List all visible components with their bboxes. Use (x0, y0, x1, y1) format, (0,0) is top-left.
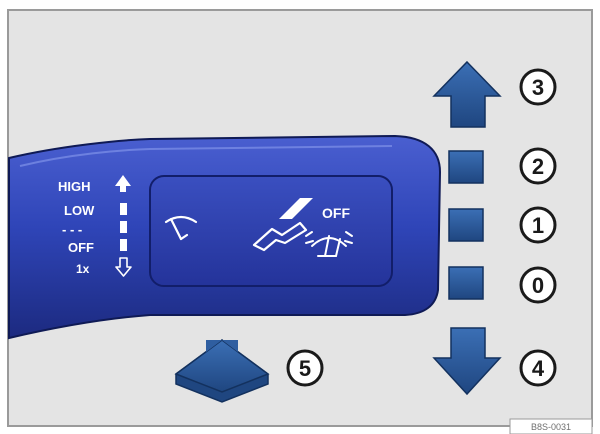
position-3-arrow-up-icon (432, 60, 502, 128)
number-circle-5: 5 (286, 349, 324, 387)
ref-code-tab (509, 418, 593, 434)
high-arrow-icon (115, 175, 131, 192)
position-number-0: 0 (532, 273, 544, 298)
position-2-marker (448, 150, 484, 184)
scale-bar-interval (120, 221, 127, 233)
position-1-marker (448, 208, 484, 242)
position-0-marker (448, 266, 484, 300)
label-interval: - - - (62, 222, 82, 237)
position-5-arrow-pull-icon (174, 339, 270, 403)
scale-bar-off (120, 239, 127, 251)
label-wash-off: OFF (322, 205, 350, 221)
position-number-1: 1 (532, 213, 544, 238)
label-off: OFF (68, 240, 94, 255)
windshield-wiper-icon (164, 215, 198, 241)
number-circle-0: 0 (519, 266, 557, 304)
number-circle-1: 1 (519, 206, 557, 244)
rain-sensor-icon (252, 198, 313, 252)
position-number-3: 3 (532, 75, 544, 100)
position-number-4: 4 (532, 356, 545, 381)
lever-highlight (19, 145, 393, 167)
number-circle-4: 4 (519, 349, 557, 387)
wiper-lever: HIGH LOW - - - OFF 1x OFF (8, 134, 442, 340)
position-4-arrow-down-icon (432, 327, 502, 396)
ref-code: B8S-0031 (531, 422, 571, 432)
wipe-wash-icon (305, 231, 353, 257)
single-wipe-arrow-icon (115, 257, 132, 277)
label-high: HIGH (58, 179, 91, 194)
scale-bar-low (120, 203, 127, 215)
position-number-2: 2 (532, 154, 544, 179)
label-single-wipe: 1x (76, 262, 90, 276)
number-circle-3: 3 (519, 68, 557, 106)
position-number-5: 5 (299, 356, 311, 381)
label-low: LOW (64, 203, 95, 218)
number-circle-2: 2 (519, 147, 557, 185)
